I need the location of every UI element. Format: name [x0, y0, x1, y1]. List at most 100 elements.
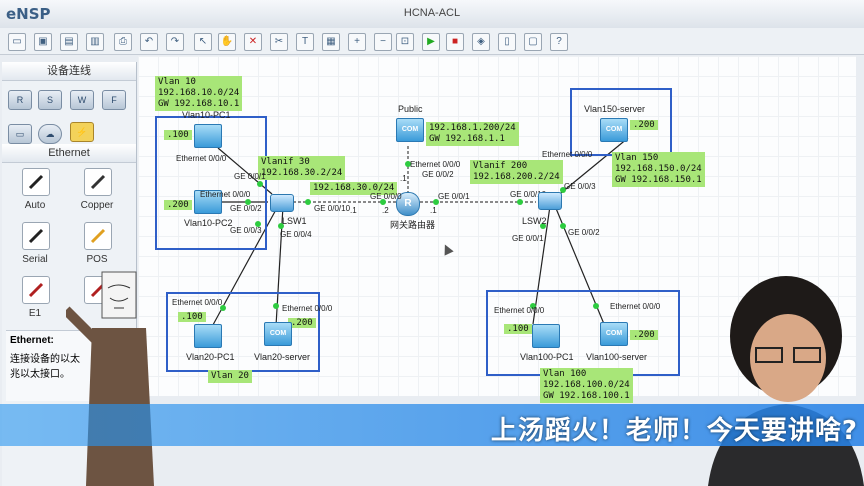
copper-cable-label: Copper [80, 200, 114, 211]
panel-header: 设备连线 [2, 62, 136, 81]
serial-cable-icon[interactable] [22, 222, 50, 250]
title-bar: eNSP HCNA-ACL [0, 0, 864, 29]
serial-cable-label: Serial [22, 254, 48, 265]
vlanif200-label: Vlanif 200 192.168.200.2/24 [470, 160, 563, 184]
port-label: GE 0/0/2 [422, 170, 454, 179]
vlan20-server-icon[interactable]: COM [264, 322, 292, 346]
dot-label: .1 [350, 206, 357, 215]
vlan150-label: Vlan 150 192.168.150.0/24 GW 192.168.150… [612, 152, 705, 187]
open-icon[interactable]: ▣ [34, 33, 52, 51]
app-logo: eNSP [6, 5, 51, 23]
pos-cable-icon[interactable] [84, 222, 112, 250]
vlan150-server-ip: .200 [630, 120, 658, 130]
collect-icon[interactable]: ◈ [472, 33, 490, 51]
wlan-category-icon[interactable]: W [70, 90, 94, 110]
vlan10-group-box [155, 116, 267, 250]
port-label: Ethernet 0/0/0 [282, 304, 333, 313]
port-label: GE 0/0/0 [370, 192, 402, 201]
text-icon[interactable]: T [296, 33, 314, 51]
vlan100-server-ip: .200 [630, 330, 658, 340]
info-title: Ethernet: [10, 335, 54, 346]
router-name: 网关路由器 [390, 220, 436, 230]
vlan100-pc1-name: Vlan100-PC1 [520, 352, 574, 362]
firewall-category-icon[interactable]: F [102, 90, 126, 110]
port-label: Ethernet 0/0/0 [172, 298, 223, 307]
new-icon[interactable]: ▭ [8, 33, 26, 51]
delete-icon[interactable]: ✕ [244, 33, 262, 51]
port-label: Ethernet 0/0/0 [610, 302, 661, 311]
delete-link-icon[interactable]: ✂ [270, 33, 288, 51]
vlan100-server-icon[interactable]: COM [600, 322, 628, 346]
vlan10-pc1-ip: .100 [164, 130, 192, 140]
print-icon[interactable]: ⎙ [114, 33, 132, 51]
zoom-out-icon[interactable]: − [374, 33, 392, 51]
vlanif30-label: Vlanif 30 192.168.30.2/24 [258, 156, 346, 180]
vlan20-server-ip: .200 [288, 318, 316, 328]
lsw1-name: LSW1 [282, 216, 307, 226]
stop-icon[interactable]: ■ [446, 33, 464, 51]
fit-icon[interactable]: ⊡ [396, 33, 414, 51]
palette-icon[interactable]: ▦ [322, 33, 340, 51]
vlan100-pc1-ip: .100 [504, 324, 532, 334]
port-label: GE 0/0/10 [510, 190, 547, 199]
redo-icon[interactable]: ↷ [166, 33, 184, 51]
help-icon[interactable]: ? [550, 33, 568, 51]
start-icon[interactable]: ▶ [422, 33, 440, 51]
dot-label: .1 [430, 206, 437, 215]
port-label: GE 0/0/1 [512, 234, 544, 243]
auto-cable-icon[interactable] [22, 168, 50, 196]
zoom-in-icon[interactable]: + [348, 33, 366, 51]
auto-cable-label: Auto [24, 200, 46, 211]
vlan100-server-name: Vlan100-server [586, 352, 648, 362]
cloud-category-icon[interactable]: ☁ [38, 124, 62, 144]
cable-category-label: Ethernet [2, 144, 136, 163]
window-title: HCNA-ACL [403, 7, 461, 19]
subtitle-banner: 上汤蹈火！老师！今天要讲啥? [0, 404, 864, 446]
save-as-icon[interactable]: ▥ [86, 33, 104, 51]
grid-icon[interactable]: ▯ [498, 33, 516, 51]
port-label: GE 0/0/1 [234, 172, 266, 181]
switch-category-icon[interactable]: S [38, 90, 62, 110]
gateway-router-icon[interactable]: R [396, 192, 420, 216]
vlan10-pc1-name: Vlan10-PC1 [182, 110, 231, 120]
pc-category-icon[interactable]: ▭ [8, 124, 32, 144]
cable-category-icon[interactable]: ⚡ [70, 122, 94, 142]
vlan10-pc1-icon[interactable] [194, 124, 222, 148]
dot-label: .2 [382, 206, 389, 215]
lsw2-name: LSW2 [522, 216, 547, 226]
dot-label: .1 [400, 174, 407, 183]
vlan20-server-name: Vlan20-server [254, 352, 311, 362]
lsw2-switch-icon[interactable] [538, 192, 562, 210]
port-label: GE 0/0/2 [230, 204, 262, 213]
vlan10-label: Vlan 10 192.168.10.0/24 GW 192.168.10.1 [155, 76, 243, 111]
port-label: Ethernet 0/0/0 [410, 160, 461, 169]
vlan20-pc1-icon[interactable] [194, 324, 222, 348]
teacher-video-icon [708, 276, 864, 486]
vlan10-pc2-icon[interactable] [194, 190, 222, 214]
public-name: Public [398, 104, 423, 114]
port-label: Ethernet 0/0/0 [542, 150, 593, 159]
vlan150-server-icon[interactable]: COM [600, 118, 628, 142]
vlan10-pc2-ip: .200 [164, 200, 192, 210]
info-text: 连接设备的以太 兆以太接口。 [10, 354, 80, 380]
net30-label: 192.168.30.0/24 [310, 182, 398, 195]
vlan20-pc1-ip: .100 [178, 312, 206, 322]
vlan20-pc1-name: Vlan20-PC1 [186, 352, 235, 362]
meme-character-icon [66, 271, 154, 486]
vlan100-pc1-icon[interactable] [532, 324, 560, 348]
port-label: Ethernet 0/0/0 [200, 190, 251, 199]
undo-icon[interactable]: ↶ [140, 33, 158, 51]
e1-cable-icon[interactable] [22, 276, 50, 304]
public-server-icon[interactable]: COM [396, 118, 424, 142]
vlan150-server-name: Vlan150-server [584, 104, 646, 114]
topo-icon[interactable]: ▢ [524, 33, 542, 51]
save-icon[interactable]: ▤ [60, 33, 78, 51]
pos-cable-label: POS [86, 254, 108, 265]
copper-cable-icon[interactable] [84, 168, 112, 196]
select-icon[interactable]: ↖ [194, 33, 212, 51]
hand-icon[interactable]: ✋ [218, 33, 236, 51]
router-category-icon[interactable]: R [8, 90, 32, 110]
lsw1-switch-icon[interactable] [270, 194, 294, 212]
topology-canvas[interactable]: Vlan 10 192.168.10.0/24 GW 192.168.10.1 … [138, 56, 856, 403]
port-label: GE 0/0/3 [230, 226, 262, 235]
